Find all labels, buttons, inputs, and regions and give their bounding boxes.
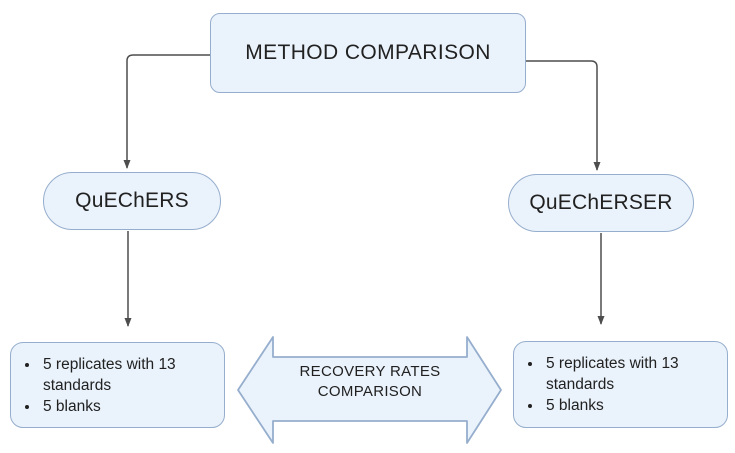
node-quecherser: QuEChERSER: [508, 174, 694, 232]
node-samples-right: 5 replicates with 13 standards 5 blanks: [513, 341, 728, 428]
samples-left-list: 5 replicates with 13 standards 5 blanks: [11, 354, 224, 417]
node-samples-left: 5 replicates with 13 standards 5 blanks: [10, 342, 225, 428]
list-item: 5 blanks: [40, 396, 218, 417]
node-quechers: QuEChERS: [43, 172, 221, 230]
list-item: 5 replicates with 13 standards: [40, 354, 218, 396]
node-quechers-label: QuEChERS: [75, 189, 189, 212]
list-item: 5 blanks: [543, 395, 721, 416]
recovery-arrow-label: RECOVERY RATES COMPARISON: [273, 362, 467, 401]
samples-right-list: 5 replicates with 13 standards 5 blanks: [514, 353, 727, 416]
recovery-arrow-label-line1: RECOVERY RATES: [299, 363, 441, 380]
node-quecherser-label: QuEChERSER: [529, 191, 673, 214]
double-arrow-shape: [237, 336, 502, 444]
list-item: 5 replicates with 13 standards: [543, 353, 721, 395]
connector-root-to-left: [123, 54, 210, 169]
connector-root-to-right: [526, 60, 601, 171]
recovery-arrow-label-line2: COMPARISON: [317, 382, 423, 400]
node-method-comparison: METHOD COMPARISON: [210, 13, 526, 93]
node-method-comparison-label: METHOD COMPARISON: [245, 41, 491, 64]
